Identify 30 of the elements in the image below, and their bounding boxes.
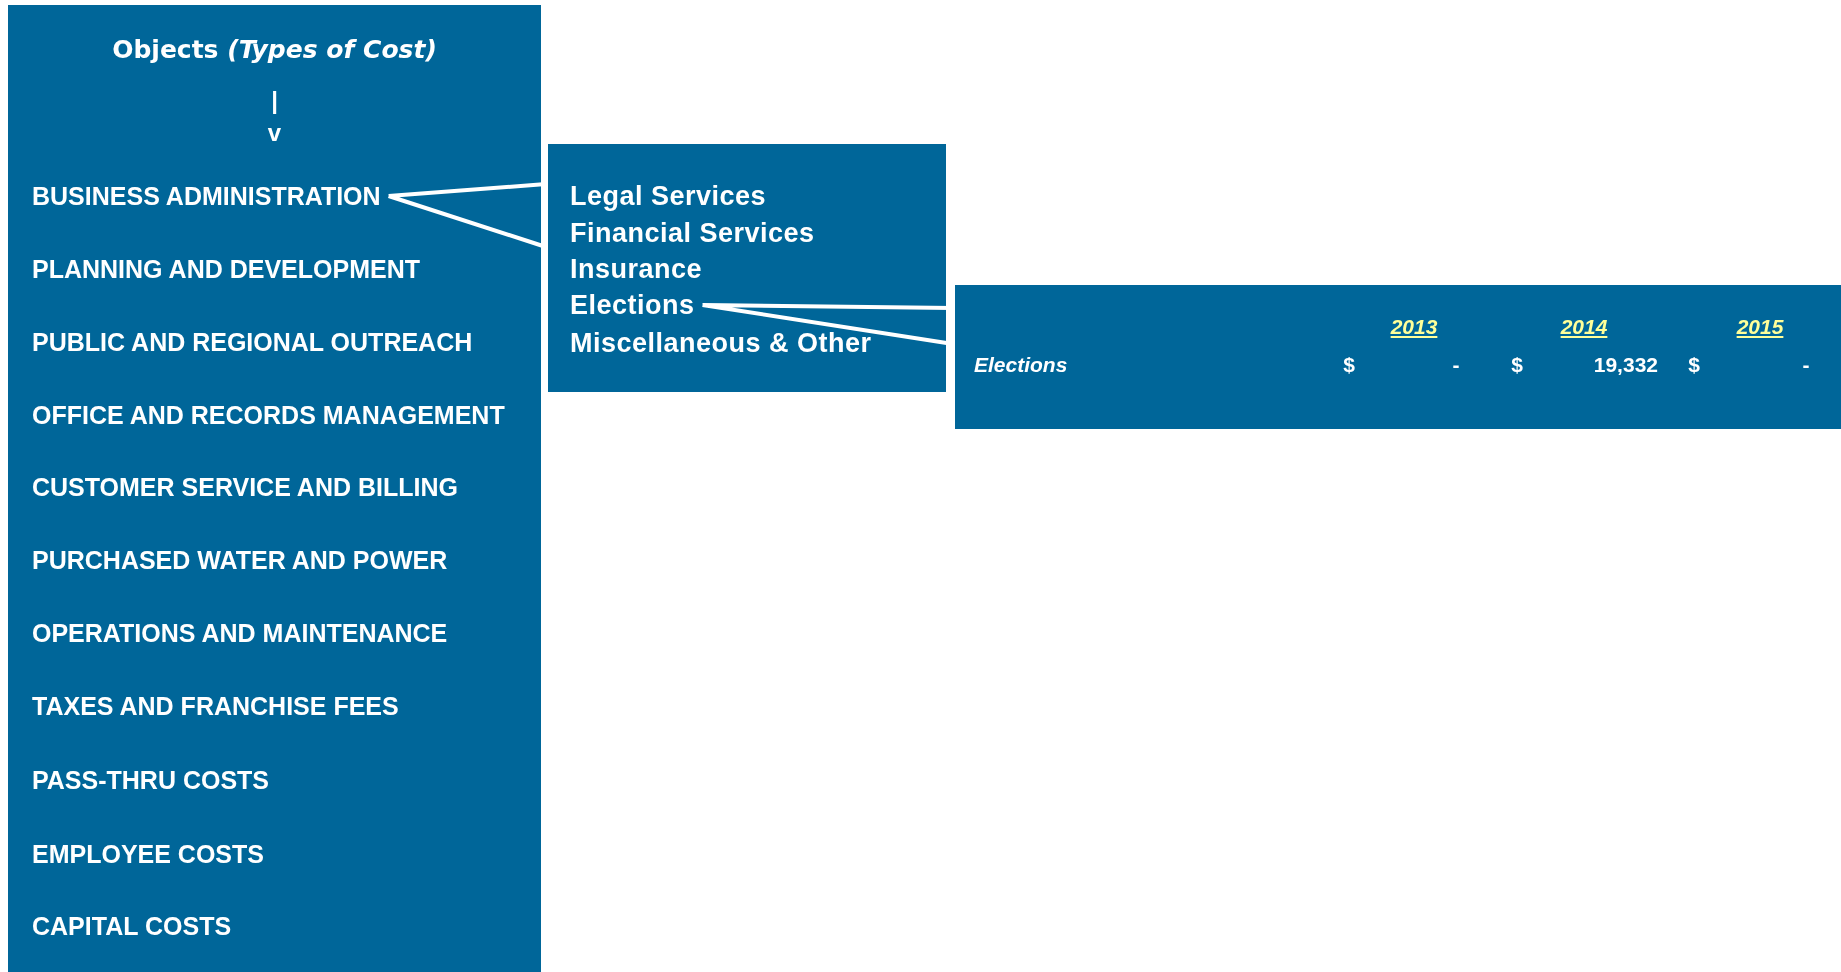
objects-panel [8,5,541,972]
direction-glyph: v [266,121,283,145]
category-label: PASS-THRU COSTS [32,764,270,796]
table-cell: - [1802,352,1810,378]
table-cell: $ [1511,352,1523,378]
panel-heading: Objects (Types of Cost) [111,35,438,64]
category-label: PLANNING AND DEVELOPMENT [32,253,420,285]
row-label: Elections [974,352,1068,378]
category-label: OFFICE AND RECORDS MANAGEMENT [32,399,505,431]
category-label: BUSINESS ADMINISTRATION [32,180,381,212]
category-label: Legal Services [570,178,767,214]
year-header: 2014 [1560,314,1608,340]
category-label: Elections [570,287,695,323]
category-label: Financial Services [570,215,815,251]
category-label: CAPITAL COSTS [32,910,232,942]
year-header: 2015 [1736,314,1784,340]
year-header: 2013 [1390,314,1438,340]
category-label: PURCHASED WATER AND POWER [32,544,448,576]
category-label: OPERATIONS AND MAINTENANCE [32,617,448,649]
category-label: EMPLOYEE COSTS [32,838,264,870]
category-label: CUSTOMER SERVICE AND BILLING [32,471,458,503]
category-label: PUBLIC AND REGIONAL OUTREACH [32,326,473,358]
table-cell: $ [1688,352,1700,378]
category-label: Insurance [570,251,703,287]
table-cell: - [1452,352,1460,378]
table-cell: 19,332 [1593,352,1658,378]
category-label: TAXES AND FRANCHISE FEES [32,690,399,722]
table-cell: $ [1343,352,1355,378]
category-label: Miscellaneous & Other [570,325,872,361]
direction-glyph: | [270,89,279,113]
